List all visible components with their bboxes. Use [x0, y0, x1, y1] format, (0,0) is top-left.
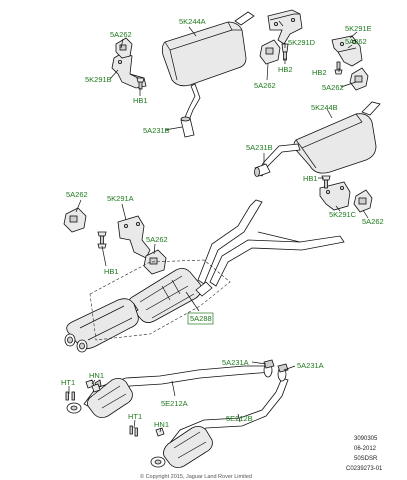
bolt-hb1-mid [97, 231, 107, 249]
intermediate-pipe-assembly [64, 199, 345, 353]
label-5e212b: 5E212B [226, 414, 253, 423]
stud-ht1-b [129, 425, 138, 437]
ref-line-4: C0239273-01 [346, 466, 383, 472]
isolator-5a262-rlow [353, 189, 373, 213]
label-5a288: 5A288 [190, 314, 212, 323]
label-5k291e: 5K291E [345, 24, 372, 33]
label-5a231b-left: 5A231B [143, 126, 170, 135]
label-ht1-a: HT1 [61, 378, 75, 387]
label-5a262-left: 5A262 [66, 190, 88, 199]
hanger-bracket-5k291e [331, 35, 363, 67]
label-5k244a: 5K244A [179, 17, 206, 26]
front-pipe-5e212b [150, 377, 289, 468]
label-hn1-a: HN1 [89, 371, 104, 380]
label-hb1-top: HB1 [133, 96, 148, 105]
bolt-hb1-right [321, 175, 331, 189]
label-5k291d: 5K291D [288, 38, 316, 47]
leader-lines [68, 20, 369, 433]
copyright-text: © Copyright 2015, Jaguar Land Rover Limi… [140, 473, 252, 480]
label-5a231a-left: 5A231A [222, 358, 249, 367]
isolator-5a262-tl [115, 37, 133, 59]
rear-muffler-right [254, 101, 381, 177]
label-5a231a-right: 5A231A [297, 361, 324, 370]
hanger-bracket-5k291a [117, 215, 151, 259]
label-hb1-right: HB1 [303, 174, 318, 183]
isolator-5a262-top [259, 39, 281, 65]
ref-line-2: 06-2012 [354, 446, 377, 452]
label-5e212a: 5E212A [161, 399, 188, 408]
label-5a231b-right: 5A231B [246, 143, 273, 152]
label-5a262-right: 5A262 [322, 83, 344, 92]
ref-line-1: 3090305 [354, 436, 378, 442]
bolt-hb1-top [136, 77, 145, 90]
hanger-bracket-5k291d [267, 9, 303, 45]
label-5a262-hb2: 5A262 [254, 81, 276, 90]
isolator-5a262-right [349, 67, 369, 91]
label-5a262-mid: 5A262 [146, 235, 168, 244]
isolator-5a262-left [63, 207, 87, 233]
clamp-5a231a [263, 359, 289, 382]
label-ht1-b: HT1 [128, 412, 142, 421]
label-5a288-box [187, 312, 214, 325]
label-5k291c: 5K291C [329, 210, 357, 219]
label-5k291a: 5K291A [107, 194, 134, 203]
stud-ht1-a [65, 391, 75, 401]
ref-line-3: 50SDSR [354, 456, 378, 462]
label-hb2-b: HB2 [312, 68, 327, 77]
label-5k291b: 5K291B [85, 75, 112, 84]
label-5k244b: 5K244B [311, 103, 338, 112]
label-hn1-b: HN1 [154, 420, 169, 429]
bolt-hb2-right [334, 61, 343, 75]
nut-hn1-a [85, 379, 101, 393]
label-5a262-rlow: 5A262 [362, 217, 384, 226]
label-5a262-top-right: 5A262 [345, 37, 367, 46]
label-hb2-a: HB2 [278, 65, 293, 74]
hanger-bracket-5k291c [319, 181, 351, 211]
rear-muffler-left [161, 11, 255, 138]
label-5a262-tl: 5A262 [110, 30, 132, 39]
label-hb1-mid: HB1 [104, 267, 119, 276]
